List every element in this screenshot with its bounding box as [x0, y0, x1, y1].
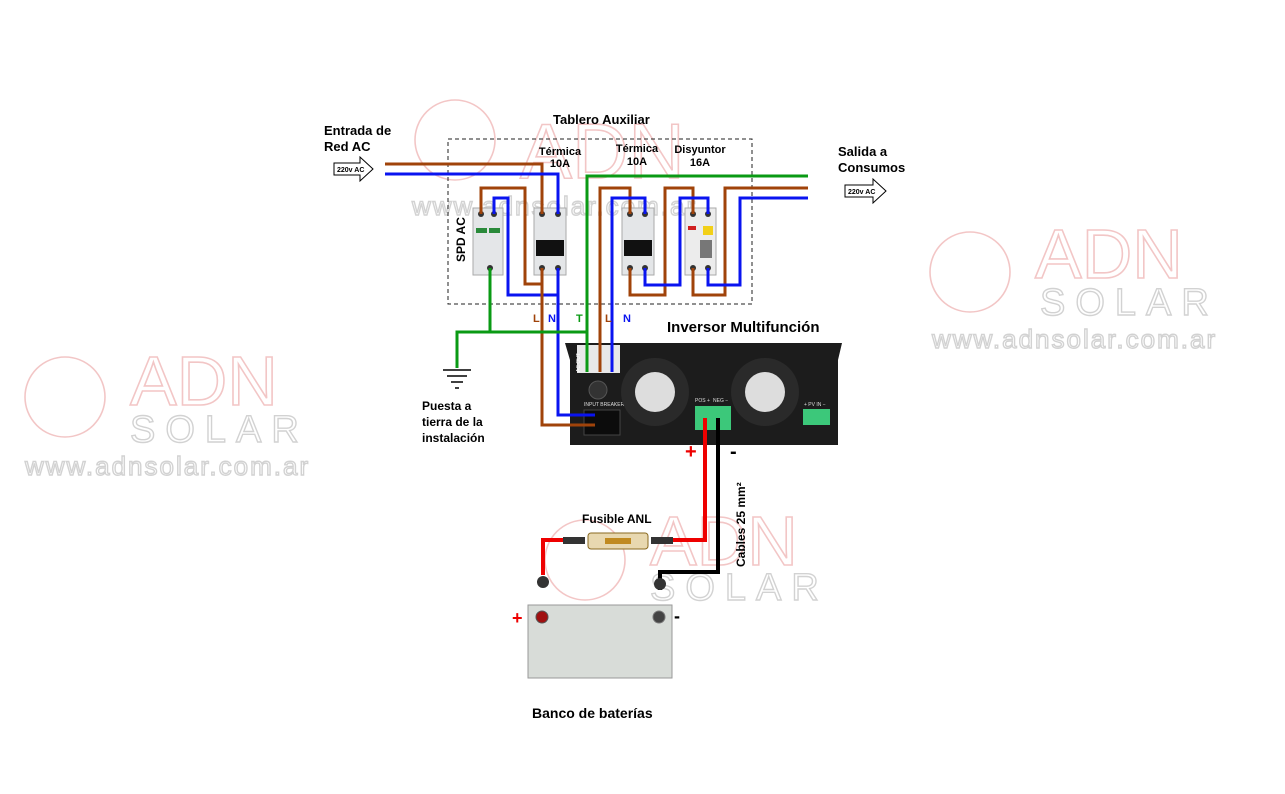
breaker2-label: Térmica — [616, 143, 659, 155]
panel-title: Tablero Auxiliar — [553, 112, 650, 127]
battery-plus-sign: + — [512, 608, 523, 628]
svg-text:220v AC: 220v AC — [337, 167, 364, 174]
inverter: AC OUT INPUT BREAKER POS + NEG − + PV IN… — [565, 343, 842, 445]
breaker1-device — [533, 207, 567, 276]
ground-label: Puesta a — [422, 399, 472, 413]
ground-label-3: instalación — [422, 431, 485, 445]
wire-label-l: L — [533, 313, 540, 325]
watermark-brand: ADN — [520, 107, 685, 195]
input-label: Entrada de — [324, 123, 391, 138]
battery-bank — [527, 576, 673, 679]
ac-out-label: AC OUT — [576, 353, 582, 372]
breaker2-rating: 10A — [627, 156, 647, 168]
fan-icon — [635, 372, 675, 412]
neg-terminal-label: NEG − — [713, 398, 728, 404]
rcd-rating: 16A — [690, 157, 710, 169]
output-arrow-icon: 220v AC — [844, 177, 887, 205]
output-label-2: Consumos — [838, 160, 905, 175]
breaker2-device — [621, 207, 655, 276]
anl-fuse — [563, 532, 673, 550]
inverter-title: Inversor Multifunción — [667, 319, 820, 336]
input-breaker-label: INPUT BREAKER — [584, 402, 625, 408]
ground-icon — [443, 369, 471, 389]
svg-text:220v AC: 220v AC — [848, 189, 875, 196]
auxiliary-panel-border — [447, 138, 753, 305]
breaker1-label: Térmica — [539, 146, 582, 158]
pos-terminal-label: POS + — [695, 398, 710, 404]
wire-label-l-out: L — [605, 313, 612, 325]
input-arrow-icon: 220v AC — [333, 155, 374, 183]
spd-device — [472, 207, 504, 276]
watermark-brand-2: SOLAR — [130, 409, 309, 451]
battery-label: Banco de baterías — [532, 705, 653, 721]
output-label: Salida a — [838, 144, 888, 159]
ac-wiring — [385, 162, 808, 427]
wire-label-t: T — [576, 313, 583, 325]
watermark-brand: ADN — [1035, 215, 1183, 293]
battery-minus-sign: - — [674, 606, 680, 626]
inverter-minus-sign: - — [730, 441, 737, 463]
fuse-label: Fusible ANL — [582, 512, 652, 526]
cable-label: Cables 25 mm² — [734, 482, 748, 567]
rcd-label: Disyuntor — [674, 144, 726, 156]
ground-label-2: tierra de la — [422, 415, 483, 429]
breaker1-rating: 10A — [550, 158, 570, 170]
fan-icon — [745, 372, 785, 412]
watermark-url: www.adnsolar.com.ar — [931, 324, 1217, 354]
inverter-plus-sign: + — [685, 441, 697, 463]
watermark-3: ADN SOLAR www.adnsolar.com.ar — [23, 341, 310, 482]
watermark-url: www.adnsolar.com.ar — [24, 451, 310, 481]
pv-in-label: + PV IN − — [804, 402, 826, 408]
watermark-2: ADN SOLAR www.adnsolar.com.ar — [929, 214, 1219, 355]
rcd-device — [684, 207, 717, 276]
input-label-2: Red AC — [324, 139, 371, 154]
wire-label-n: N — [548, 313, 556, 325]
wire-label-n-out: N — [623, 313, 631, 325]
watermark-brand: ADN — [130, 342, 278, 420]
watermark-brand-2: SOLAR — [1040, 282, 1219, 324]
spd-label: SPD AC — [454, 217, 468, 262]
